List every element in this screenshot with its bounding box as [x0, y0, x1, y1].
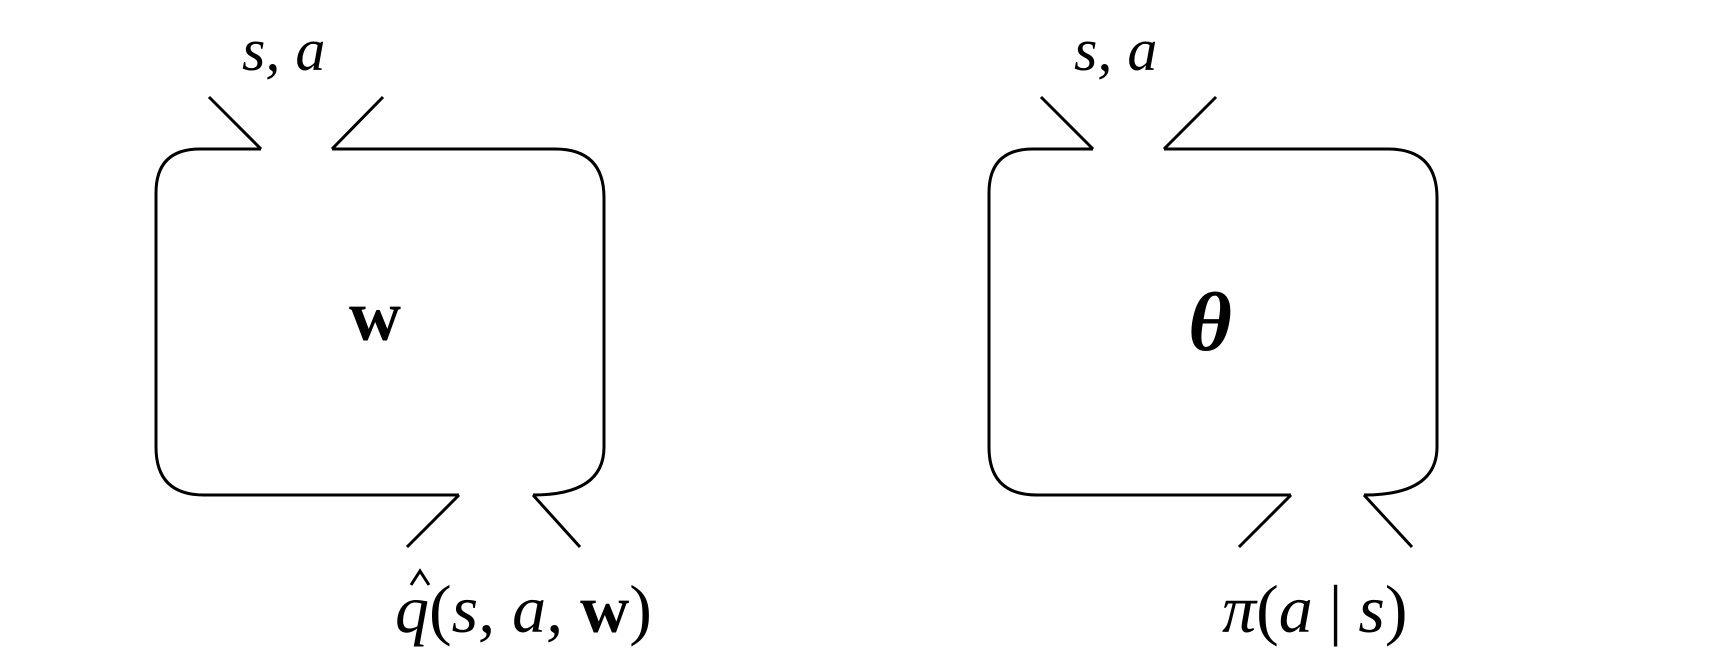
policy-input-label: s, a [1074, 17, 1157, 83]
policy-theta-vector: θ [1188, 276, 1232, 369]
q-open-paren: ( [429, 571, 452, 647]
q-weight-vector: w [349, 276, 401, 356]
policy-box-outline [987, 147, 1439, 497]
q-output-left-slant [405, 493, 461, 549]
policy-close-paren: ) [1385, 571, 1408, 647]
policy-pi-function: π [1222, 571, 1258, 647]
policy-output-label: π(a|s) [1222, 571, 1407, 647]
q-box-outline [154, 147, 606, 497]
q-input-left-slant [207, 95, 263, 151]
policy-action-arg: a [1279, 571, 1313, 647]
policy-state-arg: s [1358, 571, 1384, 647]
policy-given-bar: | [1329, 571, 1343, 647]
q-output-label: q(s, a, w) [395, 571, 652, 647]
policy-output-left-slant [1237, 493, 1293, 549]
q-input-right-slant [330, 95, 385, 151]
q-close-paren: ) [629, 571, 652, 647]
policy-input-left-slant [1039, 95, 1095, 151]
q-approximator: s, a w q(s, a, w) [154, 17, 652, 647]
q-hat-accent [409, 568, 431, 586]
q-args: s, a, [452, 571, 580, 647]
q-weight-arg: w [580, 571, 629, 647]
q-output-right-slant [531, 493, 582, 549]
policy-input-right-slant [1162, 95, 1218, 151]
q-input-label: s, a [242, 17, 325, 83]
policy-open-paren: ( [1256, 571, 1279, 647]
policy-approximator: s, a θ π(a|s) [987, 17, 1439, 647]
policy-output-right-slant [1362, 493, 1414, 549]
